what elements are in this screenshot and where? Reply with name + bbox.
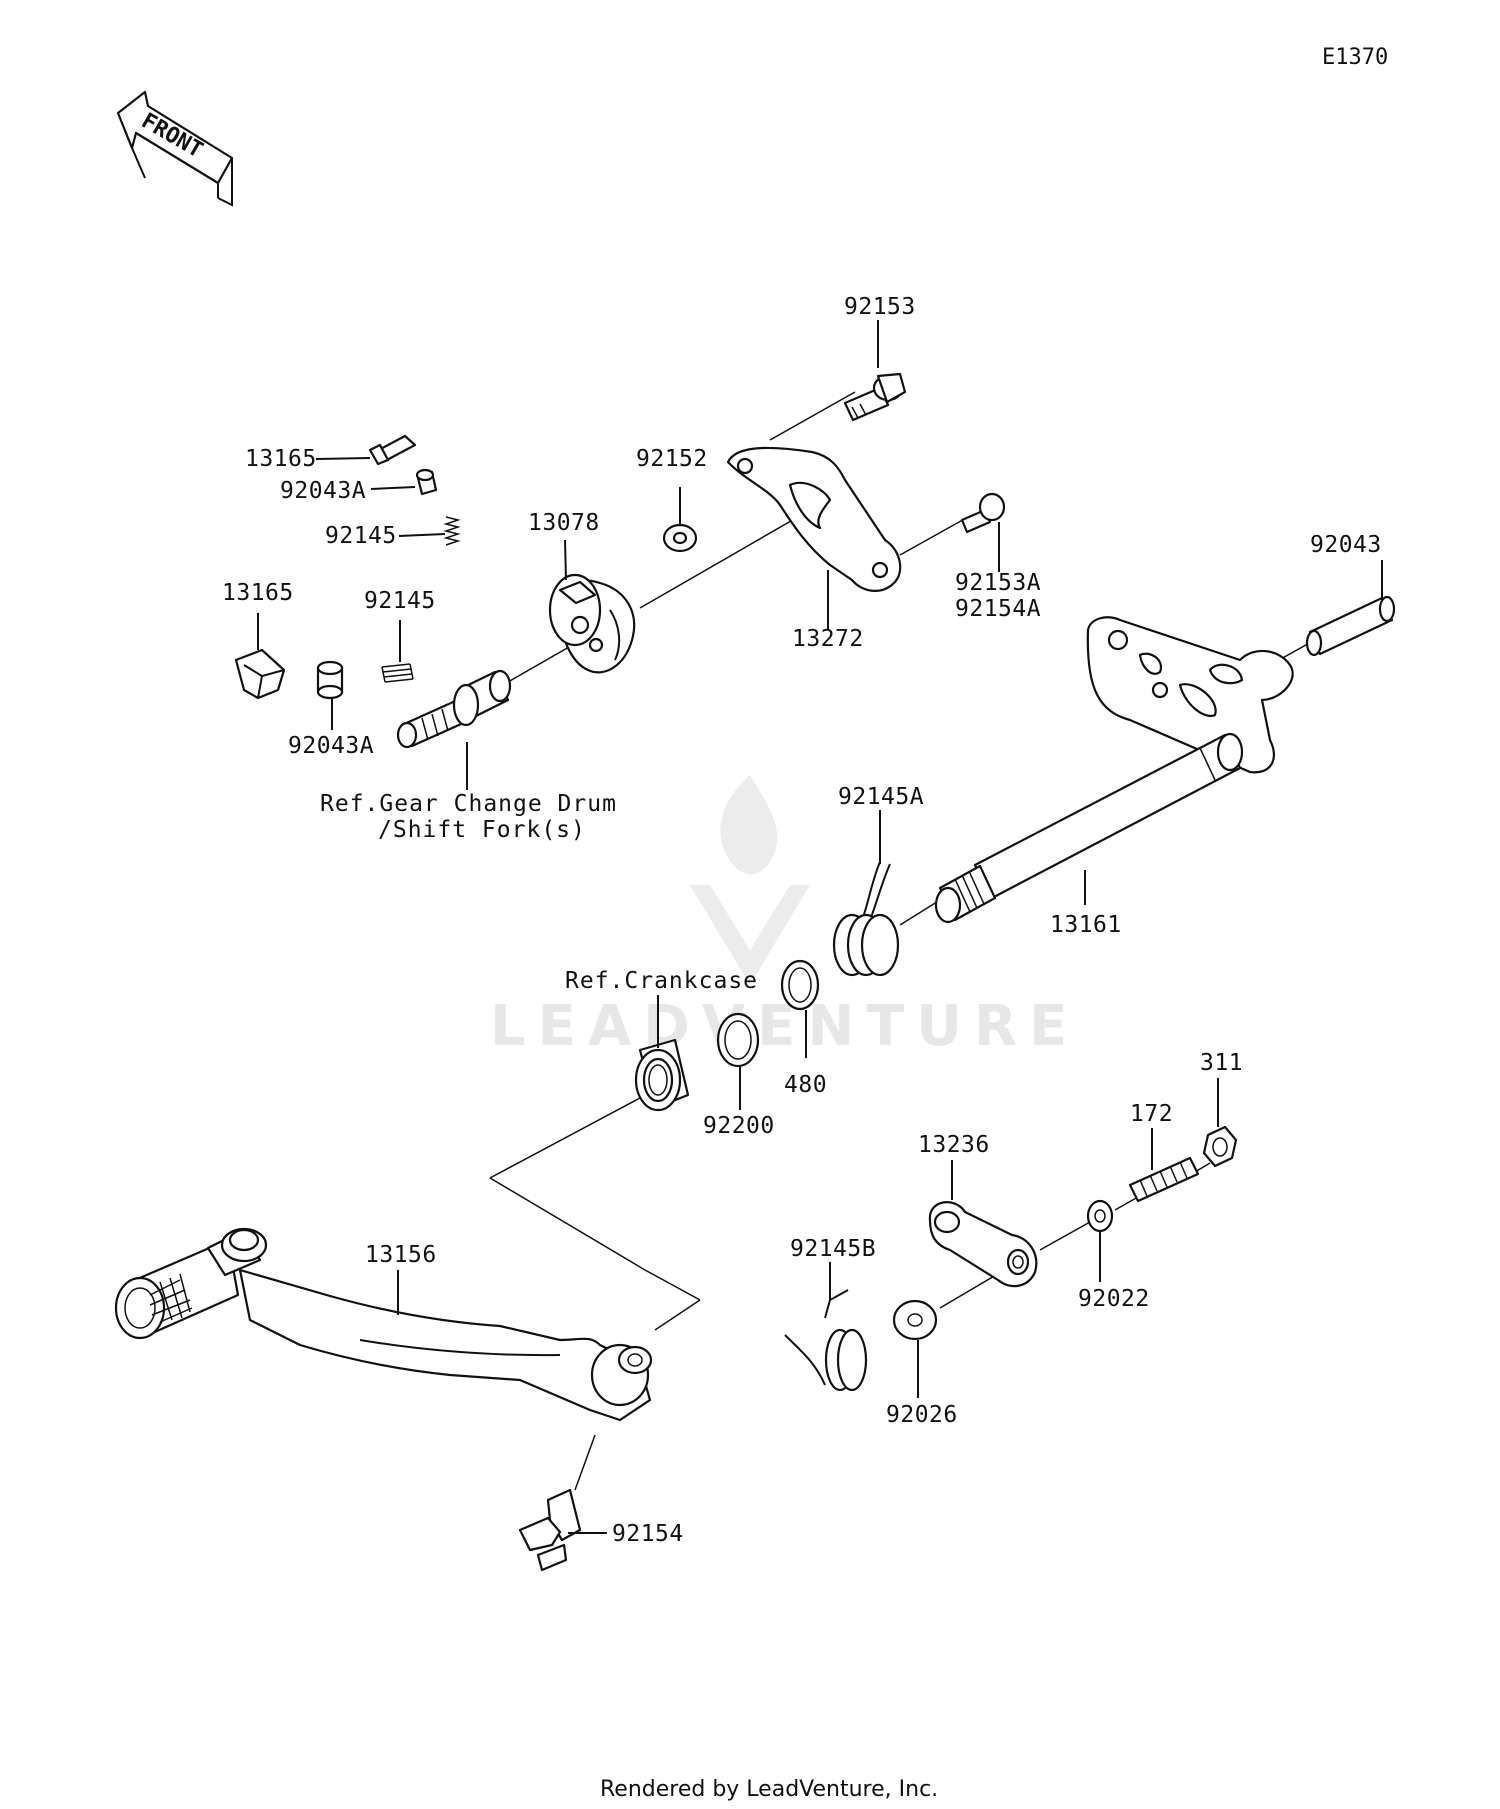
label-13165-left[interactable]: 13165 xyxy=(222,580,294,606)
label-92026[interactable]: 92026 xyxy=(886,1402,958,1428)
bolt-92153-icon xyxy=(843,372,907,422)
watermark-text: LEADVENTURE xyxy=(490,994,1079,1059)
label-92154A[interactable]: 92154A xyxy=(955,596,1041,622)
label-13236[interactable]: 13236 xyxy=(918,1132,990,1158)
label-92022[interactable]: 92022 xyxy=(1078,1286,1150,1312)
label-92153[interactable]: 92153 xyxy=(844,294,916,320)
label-92153A[interactable]: 92153A xyxy=(955,570,1041,596)
washer-92022-icon xyxy=(1086,1199,1114,1233)
label-13165-top[interactable]: 13165 xyxy=(245,446,317,472)
label-92145A[interactable]: 92145A xyxy=(838,784,924,810)
label-92154[interactable]: 92154 xyxy=(612,1521,684,1547)
pin-13165-left-icon xyxy=(234,648,286,700)
spring-92145A-icon xyxy=(832,861,900,977)
shift-shaft-13161-icon xyxy=(934,616,1294,924)
spring-92145B-icon xyxy=(784,1289,868,1392)
label-13161[interactable]: 13161 xyxy=(1050,912,1122,938)
label-311[interactable]: 311 xyxy=(1200,1050,1243,1076)
spring-92145-top-icon xyxy=(443,516,461,546)
label-92145-left[interactable]: 92145 xyxy=(364,588,436,614)
label-13272[interactable]: 13272 xyxy=(792,626,864,652)
stud-172-icon xyxy=(1128,1156,1200,1203)
bolt-92153A-icon xyxy=(960,492,1006,534)
link-13236-icon xyxy=(928,1201,1038,1288)
leadventure-watermark: LEADVENTURE xyxy=(490,775,1079,1059)
label-480[interactable]: 480 xyxy=(784,1072,827,1098)
pin-92043-icon xyxy=(1305,595,1396,657)
cam-13078-icon xyxy=(548,573,636,674)
label-172[interactable]: 172 xyxy=(1130,1101,1173,1127)
ref-gear-change-drum: Ref.Gear Change Drum xyxy=(320,791,617,817)
spring-92145-left-icon xyxy=(381,663,414,683)
label-92043A-top[interactable]: 92043A xyxy=(280,478,366,504)
label-92043[interactable]: 92043 xyxy=(1310,532,1382,558)
circlip-480-icon xyxy=(780,959,820,1011)
diagram-id: E1370 xyxy=(1322,45,1388,70)
washer-92026-icon xyxy=(892,1299,938,1341)
label-92200[interactable]: 92200 xyxy=(703,1113,775,1139)
bolt-92154-icon xyxy=(518,1488,582,1572)
label-92043A-left[interactable]: 92043A xyxy=(288,733,374,759)
ref-crankcase: Ref.Crankcase xyxy=(565,968,758,994)
label-13078[interactable]: 13078 xyxy=(528,510,600,536)
reference-labels: Ref.Gear Change Drum /Shift Fork(s) Ref.… xyxy=(320,791,758,994)
part-labels: 92153 13165 92043A 92145 92152 13078 131… xyxy=(222,294,1382,1547)
pin-92043A-left-icon xyxy=(316,660,344,700)
ref-shift-forks: /Shift Fork(s) xyxy=(378,817,586,843)
gear-change-drum-pin-icon xyxy=(396,669,512,749)
label-leaders xyxy=(257,320,1383,1534)
pin-13165-top-icon xyxy=(368,434,417,466)
pedal-13156-icon xyxy=(114,1227,653,1422)
front-arrow-icon: FRONT xyxy=(116,90,234,207)
oil-seal-icon xyxy=(634,1038,690,1112)
plate-13272-icon xyxy=(726,446,902,592)
nut-311-icon xyxy=(1202,1125,1238,1168)
label-92145B[interactable]: 92145B xyxy=(790,1236,876,1262)
washer-92152-icon xyxy=(662,523,698,553)
footer-credit: Rendered by LeadVenture, Inc. xyxy=(600,1777,938,1802)
label-92152[interactable]: 92152 xyxy=(636,446,708,472)
label-13156[interactable]: 13156 xyxy=(365,1242,437,1268)
pin-92043A-top-icon xyxy=(415,468,438,496)
label-92145-top[interactable]: 92145 xyxy=(325,523,397,549)
washer-92200-icon xyxy=(716,1012,760,1068)
